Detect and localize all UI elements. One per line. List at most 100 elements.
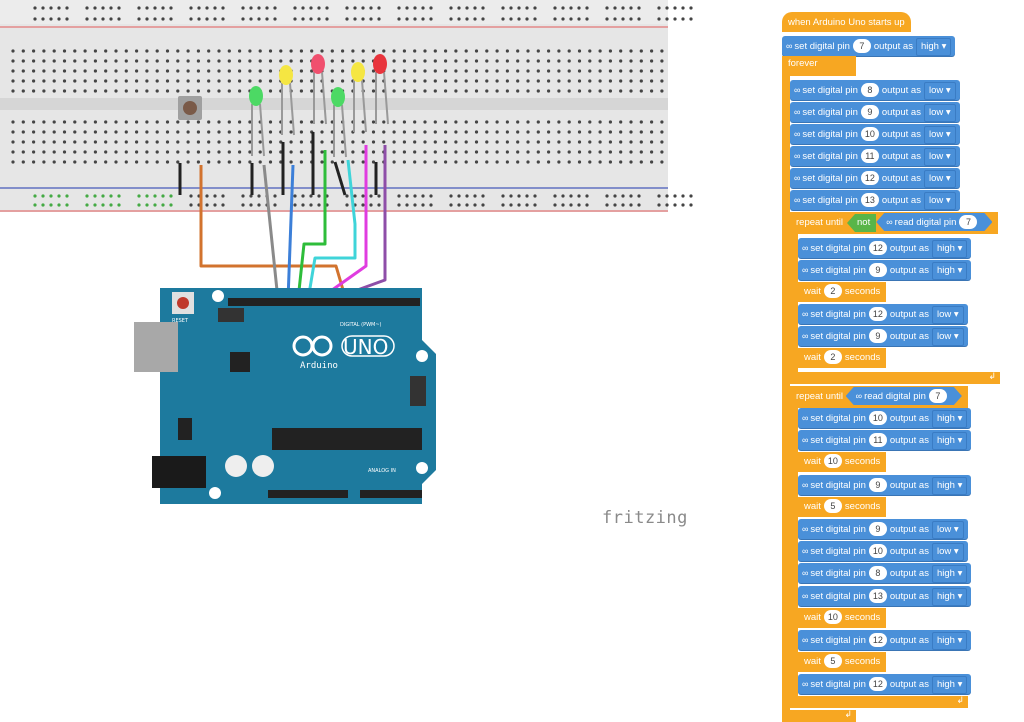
value-dropdown[interactable]: low ▾ xyxy=(931,543,964,562)
value-dropdown[interactable]: high ▾ xyxy=(931,565,968,584)
block-label: seconds xyxy=(844,500,881,512)
value-dropdown[interactable]: high ▾ xyxy=(931,410,968,428)
pin-input[interactable]: 7 xyxy=(852,39,871,53)
pin-input[interactable]: 11 xyxy=(868,433,887,448)
pin-input[interactable]: 12 xyxy=(860,171,879,185)
value-dropdown[interactable]: low ▾ xyxy=(931,521,964,539)
pin-input[interactable]: 12 xyxy=(868,307,887,321)
seconds-input[interactable]: 10 xyxy=(823,454,842,469)
pin-input[interactable]: 11 xyxy=(860,149,879,163)
pin-input[interactable]: 12 xyxy=(868,633,887,647)
value-dropdown[interactable]: high ▾ xyxy=(931,587,968,606)
value-dropdown[interactable]: low ▾ xyxy=(923,170,956,188)
pin-input[interactable]: 12 xyxy=(868,241,887,255)
pin-input[interactable]: 9 xyxy=(868,477,887,492)
value-dropdown[interactable]: high ▾ xyxy=(931,262,968,280)
block-label: read digital pin xyxy=(864,391,926,402)
value-dropdown[interactable]: low ▾ xyxy=(923,82,956,100)
wire-green xyxy=(296,150,327,301)
pin-input[interactable]: 9 xyxy=(868,522,887,536)
pin-input[interactable]: 13 xyxy=(868,588,887,603)
pin-input[interactable]: 8 xyxy=(868,566,887,581)
pin-input[interactable]: 12 xyxy=(868,677,887,692)
seconds-input[interactable]: 5 xyxy=(823,498,842,513)
board-brand: Arduino xyxy=(300,361,338,371)
value-dropdown[interactable]: low ▾ xyxy=(923,148,956,166)
pin-input[interactable]: 7 xyxy=(929,389,947,403)
forever-block[interactable] xyxy=(782,56,856,76)
arduino-infinity-icon: ∞ xyxy=(802,479,809,490)
pin-input[interactable]: 10 xyxy=(860,127,879,141)
value-dropdown[interactable]: high ▾ xyxy=(931,676,968,695)
block-label: output as xyxy=(889,435,929,447)
value-dropdown[interactable]: low ▾ xyxy=(931,306,964,324)
not-block[interactable]: not xyxy=(847,214,877,232)
block-label: output as xyxy=(889,331,929,342)
block-label: set digital pin xyxy=(802,195,858,206)
pin-input[interactable]: 8 xyxy=(860,83,879,97)
hat-block[interactable]: when Arduino Uno starts up xyxy=(782,12,911,32)
value-dropdown[interactable]: high ▾ xyxy=(931,476,968,495)
block-label: output as xyxy=(889,546,929,558)
value-dropdown[interactable]: high ▾ xyxy=(931,240,968,258)
pin-input[interactable]: 9 xyxy=(860,105,879,119)
pin-input[interactable]: 13 xyxy=(860,193,879,207)
arduino-infinity-icon: ∞ xyxy=(786,41,793,51)
pin-input[interactable]: 10 xyxy=(868,411,887,425)
arduino-infinity-icon: ∞ xyxy=(802,243,809,253)
block-label: wait xyxy=(804,456,821,468)
forever-rail xyxy=(782,76,790,722)
pin-input[interactable]: 9 xyxy=(868,263,887,277)
seconds-input[interactable]: 2 xyxy=(823,350,842,364)
value-dropdown[interactable]: high ▾ xyxy=(931,632,968,650)
seconds-input[interactable]: 2 xyxy=(823,284,842,298)
pin-input[interactable]: 10 xyxy=(868,544,887,559)
pin-input[interactable]: 9 xyxy=(868,329,887,343)
value-dropdown[interactable]: low ▾ xyxy=(923,126,956,144)
block-label: set digital pin xyxy=(810,590,866,602)
loop-arrow-icon: ↲ xyxy=(956,695,964,705)
value-dropdown[interactable]: high ▾ xyxy=(915,38,952,56)
seconds-input[interactable]: 10 xyxy=(823,609,842,624)
block-label: seconds xyxy=(844,611,881,623)
seconds-input[interactable]: 5 xyxy=(823,654,842,669)
value-dropdown[interactable]: low ▾ xyxy=(923,192,956,210)
value-dropdown[interactable]: low ▾ xyxy=(931,328,964,346)
value-dropdown[interactable]: high ▾ xyxy=(931,432,968,451)
led-red xyxy=(373,54,387,74)
value-dropdown[interactable]: low ▾ xyxy=(923,104,956,122)
wire-gray xyxy=(262,164,280,301)
block-label: output as xyxy=(889,679,929,691)
pin-input[interactable]: 7 xyxy=(959,215,977,229)
